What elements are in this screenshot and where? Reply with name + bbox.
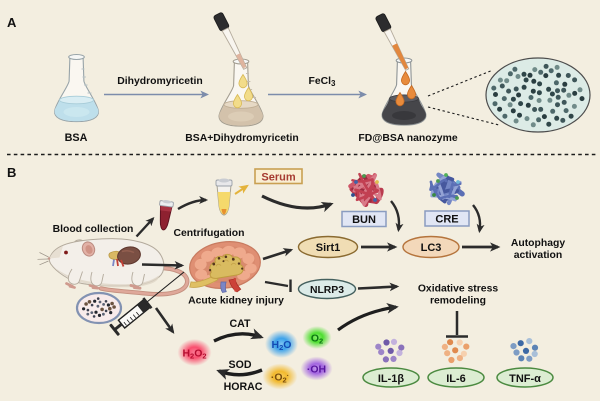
svg-text:IL-1β: IL-1β xyxy=(378,373,405,385)
svg-text:LC3: LC3 xyxy=(421,242,442,254)
svg-text:·O2·: ·O2· xyxy=(271,371,289,385)
svg-text:CRE: CRE xyxy=(435,214,458,226)
svg-text:FD@BSA nanozyme: FD@BSA nanozyme xyxy=(358,133,457,144)
svg-text:BUN: BUN xyxy=(352,214,376,226)
svg-text:activation: activation xyxy=(514,250,563,261)
svg-text:·OH: ·OH xyxy=(307,364,326,376)
svg-text:H2O: H2O xyxy=(272,339,292,352)
svg-text:TNF-α: TNF-α xyxy=(509,373,541,385)
svg-text:Sirt1: Sirt1 xyxy=(316,242,340,254)
svg-text:HORAC: HORAC xyxy=(224,381,263,393)
svg-text:Serum: Serum xyxy=(261,172,295,184)
svg-text:remodeling: remodeling xyxy=(430,296,486,307)
svg-text:BSA+Dihydromyricetin: BSA+Dihydromyricetin xyxy=(185,133,298,144)
svg-text:Blood collection: Blood collection xyxy=(53,224,134,235)
svg-text:CAT: CAT xyxy=(230,318,252,330)
svg-text:FeCl3: FeCl3 xyxy=(309,76,337,88)
svg-text:SOD: SOD xyxy=(229,359,252,371)
svg-text:BSA: BSA xyxy=(65,132,88,144)
svg-text:B: B xyxy=(7,165,16,180)
svg-text:Autophagy: Autophagy xyxy=(511,238,565,249)
svg-text:A: A xyxy=(7,15,17,30)
svg-text:Centrifugation: Centrifugation xyxy=(174,228,245,239)
svg-text:Acute kidney injury: Acute kidney injury xyxy=(188,296,284,307)
svg-text:H2O2: H2O2 xyxy=(182,348,206,361)
svg-text:IL-6: IL-6 xyxy=(446,373,466,385)
svg-text:Dihydromyricetin: Dihydromyricetin xyxy=(117,76,202,87)
svg-text:NLRP3: NLRP3 xyxy=(310,285,344,296)
svg-text:Oxidative stress: Oxidative stress xyxy=(418,284,499,295)
svg-text:O2: O2 xyxy=(311,333,323,346)
